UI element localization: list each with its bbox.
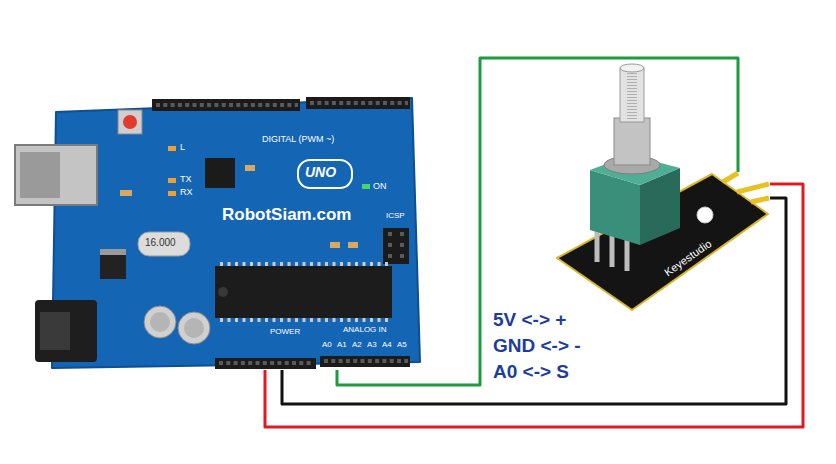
power-jack xyxy=(35,300,97,362)
pin-name: A2 xyxy=(352,340,362,349)
board-logo: UNO xyxy=(305,164,336,180)
header-label: POWER xyxy=(270,327,300,336)
pin-header xyxy=(152,99,300,111)
mounting-hole xyxy=(697,207,713,223)
header-label: DIGITAL (PWM ~) xyxy=(262,134,334,144)
capacitor xyxy=(144,306,176,338)
potentiometer-module-outline xyxy=(555,172,770,310)
header-pins xyxy=(324,359,408,363)
pin-name: A4 xyxy=(382,340,392,349)
pot-leg xyxy=(625,240,630,271)
led xyxy=(168,146,176,151)
module-pin xyxy=(723,173,738,182)
pin-name: A0 xyxy=(322,340,332,349)
pin-name: A3 xyxy=(367,340,377,349)
led-label: L xyxy=(180,142,185,152)
pin-name: A5 xyxy=(397,340,407,349)
pin-header xyxy=(320,356,410,367)
pot-leg xyxy=(610,235,615,267)
crystal-marking: 16.000 xyxy=(145,237,176,249)
led xyxy=(168,178,176,183)
watermark: RobotSiam.com xyxy=(222,205,351,225)
pin-header xyxy=(306,97,410,109)
reset-button-cap xyxy=(123,115,137,129)
potentiometer-module-shape xyxy=(557,174,768,310)
regulator-tab xyxy=(100,249,126,256)
voltage-regulator xyxy=(100,255,126,279)
wiring-note: A0 <-> S xyxy=(493,361,569,383)
power-jack-face xyxy=(40,312,70,350)
usb-connector xyxy=(15,145,97,205)
chip-notch xyxy=(218,287,228,297)
wiring-note: GND <-> - xyxy=(493,335,581,357)
pin-name: A1 xyxy=(337,340,347,349)
potentiometer-module: Keyestudio xyxy=(555,172,770,310)
microcontroller-chip xyxy=(215,266,392,318)
header-pins xyxy=(400,232,404,262)
header-pins xyxy=(310,101,408,105)
header-pins xyxy=(219,361,314,365)
led-label: ON xyxy=(373,181,387,191)
smd-part xyxy=(330,242,340,248)
led-label: RX xyxy=(180,187,193,197)
pot-body-front xyxy=(590,170,640,245)
pot-shaft-top xyxy=(620,64,644,72)
reset-button xyxy=(118,110,142,134)
capacitor xyxy=(178,312,210,344)
shaft-ribs xyxy=(627,70,637,120)
pot-body-side xyxy=(640,168,680,245)
arduino-board-shape xyxy=(52,98,420,368)
pot-shaft xyxy=(620,68,644,122)
wiring-note: 5V <-> + xyxy=(493,309,566,331)
pot-leg xyxy=(595,230,600,262)
smd-part xyxy=(120,190,132,196)
pot-ring xyxy=(604,156,660,174)
pot-body-top xyxy=(590,155,680,185)
logo-outline xyxy=(298,160,352,188)
module-pin xyxy=(751,198,769,202)
header-pins xyxy=(388,232,392,262)
pot-bushing xyxy=(614,118,650,165)
led-label: TX xyxy=(180,174,192,184)
pin-header xyxy=(215,358,316,369)
smd-part xyxy=(245,165,255,171)
header-label: ANALOG IN xyxy=(343,325,387,334)
chip-pins xyxy=(220,262,388,266)
header-pins xyxy=(156,103,298,107)
capacitor-top xyxy=(150,312,170,332)
usb-chip xyxy=(205,158,235,188)
module-pin xyxy=(737,184,769,192)
usb-connector-face xyxy=(20,152,60,198)
smd-part xyxy=(348,242,358,248)
capacitor-top xyxy=(184,318,204,338)
icsp-header xyxy=(383,228,409,264)
header-label: ICSP xyxy=(386,211,405,220)
led xyxy=(168,191,176,196)
chip-pins xyxy=(220,318,388,322)
crystal xyxy=(138,232,190,256)
led xyxy=(362,184,370,189)
